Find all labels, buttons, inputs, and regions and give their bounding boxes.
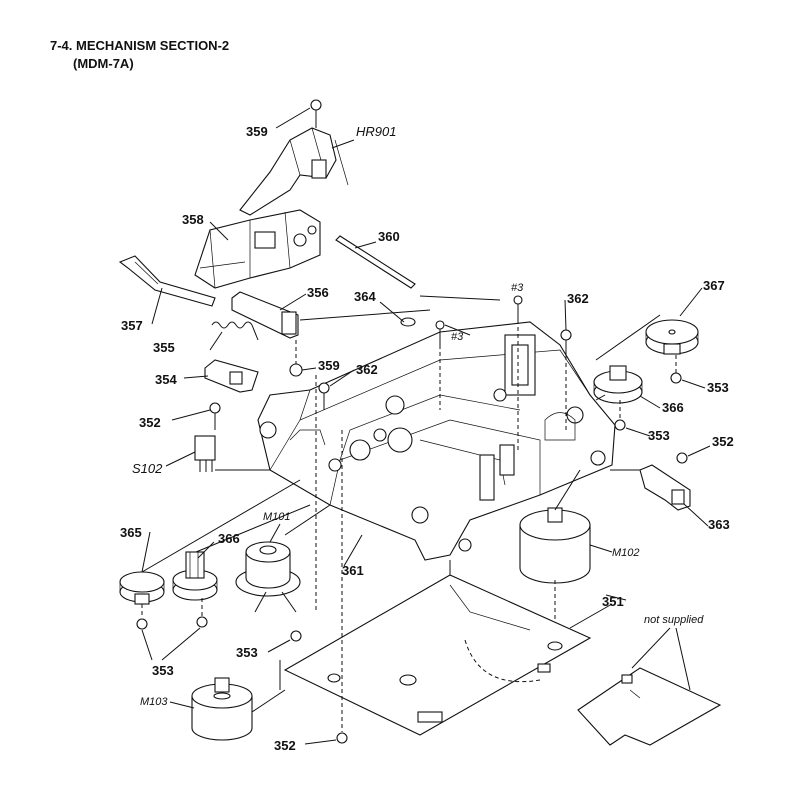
screw-362-left [318,382,330,410]
label-358: 358 [182,212,204,227]
screw-359-top [310,99,322,128]
label-hr901: HR901 [356,124,396,139]
screw-353-right-mid [614,419,626,431]
screw-352-left [209,402,221,430]
label-359-top: 359 [246,124,268,139]
slide-356 [231,291,299,339]
label-m102: M102 [612,547,640,559]
label-352-left: 352 [139,415,161,430]
screw-353-mid [290,630,302,642]
motor-m102 [519,507,591,648]
part-labels: 359 HR901 358 360 357 356 364 #3 #3 362 … [120,124,734,753]
screw-362-right [560,329,572,356]
gear-366-right [593,365,643,404]
motor-m103 [191,677,253,741]
label-359-lower: 359 [318,358,340,373]
screw-3-center [435,320,445,345]
page-subtitle: (MDM-7A) [73,56,134,71]
screw-353-right-top [670,372,682,384]
label-353-mid: 353 [236,645,258,660]
label-hash3-center: #3 [451,331,464,343]
label-353-right-mid: 353 [648,428,670,443]
label-364: 364 [354,289,376,304]
optical-pickup-358 [194,209,321,289]
washer-364 [400,317,416,327]
gear-365 [119,571,165,605]
screw-353-left-b [196,616,208,628]
spring-355 [211,321,259,341]
not-supplied-part [577,667,722,746]
label-352-bottom: 352 [274,738,296,753]
label-s102: S102 [132,461,163,476]
base-plate-351 [283,574,592,736]
label-361: 361 [342,563,364,578]
label-352-right: 352 [712,434,734,449]
label-m101: M101 [263,511,291,523]
label-367: 367 [703,278,725,293]
screw-352-bottom [336,732,348,744]
label-355: 355 [153,340,175,355]
label-hash3-right: #3 [511,282,524,294]
shaft-360 [335,235,416,289]
label-362-left: 362 [356,362,378,377]
label-m103: M103 [140,696,168,708]
label-366-right: 366 [662,400,684,415]
gear-367 [645,319,699,355]
flat-cable-357 [118,255,216,307]
screw-359-lower [289,340,303,377]
label-not-supplied: not supplied [644,614,704,626]
label-356: 356 [307,285,329,300]
bracket-363 [639,464,691,511]
label-366-left: 366 [218,531,240,546]
leader-lines [141,107,711,745]
label-353-left: 353 [152,663,174,678]
label-360: 360 [378,229,400,244]
chassis-frame [257,321,616,561]
label-363: 363 [708,517,730,532]
label-365: 365 [120,525,142,540]
label-357: 357 [121,318,143,333]
screw-3-right [513,295,523,320]
screw-352-right [676,452,688,464]
gear-366-left [172,551,218,601]
motor-m101 [235,541,301,613]
label-351: 351 [602,594,624,609]
assembly-guides [141,295,677,732]
head-hr901 [239,127,349,216]
label-353-right-top: 353 [707,380,729,395]
label-354: 354 [155,372,177,387]
label-362-right: 362 [567,291,589,306]
lever-354 [204,359,259,393]
page-title: 7-4. MECHANISM SECTION-2 [50,38,230,53]
switch-s102 [194,435,216,472]
screw-353-left-a [136,618,148,630]
